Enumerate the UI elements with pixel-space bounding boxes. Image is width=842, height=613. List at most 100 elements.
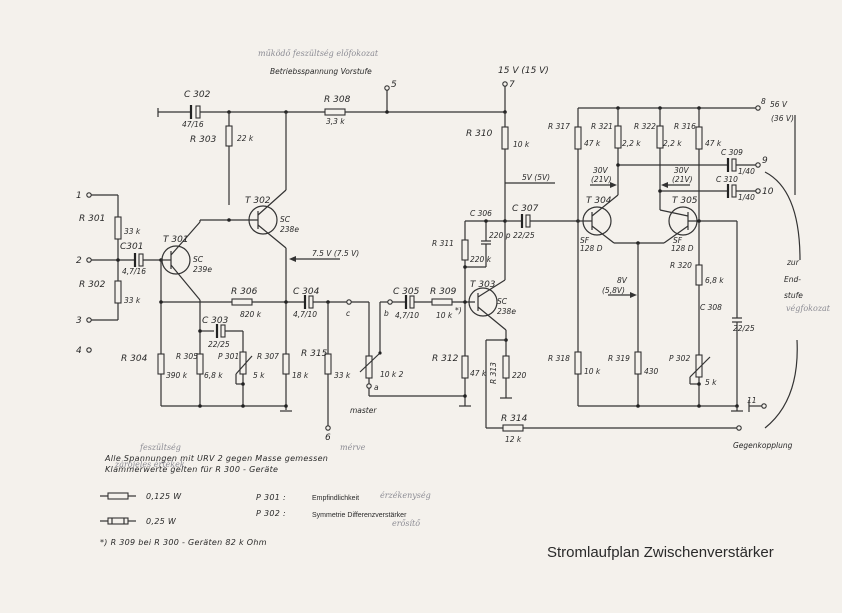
terminal-3: 3: [76, 316, 82, 326]
terminal-b: b: [384, 309, 389, 318]
r301-value: 33 k: [124, 227, 141, 236]
transistor-t302: [227, 112, 287, 406]
master-potentiometer: [359, 301, 465, 397]
c304-value: 4,7/10: [293, 310, 317, 319]
r309-value: 10 k: [436, 311, 453, 320]
c310-value: 1/40: [738, 193, 755, 202]
t305-part: 128 D: [671, 244, 694, 253]
r319-value: 430: [644, 367, 659, 376]
r304-value: 390 k: [166, 371, 188, 380]
r304-label: R 304: [121, 354, 148, 364]
c305-value: 4,7/10: [395, 311, 419, 320]
c301-value: 4,7/16: [122, 267, 146, 276]
note-line-1: Alle Spannungen mit URV 2 gegen Masse ge…: [104, 454, 328, 463]
terminal-4: 4: [76, 346, 82, 356]
r319-label: R 319: [608, 354, 630, 363]
r302-value: 33 k: [124, 296, 141, 305]
pencil-note-supply: működő feszültség előfokozat: [258, 49, 379, 58]
terminal-7: 7: [509, 80, 515, 90]
r317-value: 47 k: [584, 139, 601, 148]
r315-label: R 315: [301, 349, 328, 359]
t301-label: T 301: [163, 235, 189, 245]
c307-label: C 307: [512, 204, 539, 214]
t305-type: SF: [673, 236, 683, 245]
master-label: master: [350, 406, 377, 415]
c306-label: C 306: [470, 209, 492, 218]
supply-56v: 56 V: [770, 100, 788, 109]
r312-label: R 312: [432, 354, 459, 364]
supply-15v: 15 V (15 V): [498, 66, 549, 76]
c304-label: C 304: [293, 287, 320, 297]
r309-label: R 309: [430, 287, 457, 297]
t304-part: 128 D: [580, 244, 603, 253]
pencil-note-1: feszültség: [139, 443, 181, 452]
terminal-9: 9: [762, 156, 768, 166]
r306-value: 820 k: [240, 310, 262, 319]
differential-stage: [574, 105, 767, 412]
input-network: [86, 192, 163, 406]
t302-type: SC: [280, 215, 291, 224]
r313-value: 220: [512, 371, 527, 380]
r310-label: R 310: [466, 129, 493, 139]
voltage-21v-b: (21V): [672, 175, 693, 184]
pencil-note-3: zárójeles értékek: [114, 460, 185, 469]
r308-value: 3,3 k: [326, 117, 345, 126]
c308-value: 22/25: [733, 324, 755, 333]
p301-value: 5 k: [253, 371, 265, 380]
r317-label: R 317: [548, 122, 570, 131]
t301-type: SC: [193, 255, 204, 264]
c310-label: C 310: [716, 175, 738, 184]
voltage-30v-a: 30V: [593, 166, 609, 175]
c309-value: 1/40: [738, 167, 755, 176]
c305-label: C 305: [393, 287, 420, 297]
p302-legend-desc: Symmetrie Differenzverstärker: [312, 512, 407, 519]
p302-legend-label: P 302 :: [256, 509, 286, 518]
voltage-21v-a: (21V): [591, 175, 612, 184]
legend-025-label: 0,25 W: [146, 517, 177, 526]
gegenkopplung-label: Gegenkopplung: [733, 441, 793, 450]
endstufe-pencil: végfokozat: [786, 304, 831, 313]
r311-value: 220 k: [470, 255, 492, 264]
r302-label: R 302: [79, 280, 106, 290]
lower-resistors: [157, 302, 332, 431]
supply-rail: [157, 81, 508, 119]
page-title: Stromlaufplan Zwischenverstärker: [547, 544, 774, 561]
r314-label: R 314: [501, 414, 528, 424]
c303-label: C 303: [202, 316, 229, 326]
r320-label: R 320: [670, 261, 692, 270]
t303-stage: [459, 219, 742, 432]
c307-value: 22/25: [513, 231, 535, 240]
terminal-1: 1: [76, 191, 82, 201]
r303-value: 22 k: [237, 134, 254, 143]
p301-legend-desc: Empfindlichkeit: [312, 495, 359, 502]
p302-value: 5 k: [705, 378, 717, 387]
p301-pencil: érzékenység: [380, 491, 431, 500]
r315-value: 33 k: [334, 371, 351, 380]
master-value: 10 k 2: [380, 370, 404, 379]
t305-label: T 305: [672, 196, 698, 206]
c302-label: C 302: [184, 90, 211, 100]
r314-value: 12 k: [505, 435, 522, 444]
footnote: *) R 309 bei R 300 - Geräten 82 k Ohm: [100, 538, 267, 547]
r305-label: R 305: [176, 352, 198, 361]
r318-label: R 318: [548, 354, 570, 363]
pencil-note-2: mérve: [340, 443, 366, 452]
r307-value: 18 k: [292, 371, 309, 380]
terminal-2: 2: [76, 256, 82, 266]
endstufe-label-1: End-: [784, 275, 801, 284]
r311-label: R 311: [432, 239, 454, 248]
voltage-30v-b: 30V: [674, 166, 690, 175]
terminal-c: c: [346, 309, 351, 318]
c306-value: 220 p: [489, 231, 511, 240]
r310-value: 10 k: [513, 140, 530, 149]
t304-type: SF: [580, 236, 590, 245]
t301-part: 239e: [193, 265, 212, 274]
p301-legend-label: P 301 :: [256, 493, 286, 502]
terminal-8: 8: [761, 97, 766, 106]
terminal-a: a: [374, 383, 379, 392]
p302-label: P 302: [669, 354, 690, 363]
transistor-t301: [161, 219, 229, 406]
p302-pencil: erősítő: [392, 519, 421, 528]
r308-label: R 308: [324, 95, 351, 105]
